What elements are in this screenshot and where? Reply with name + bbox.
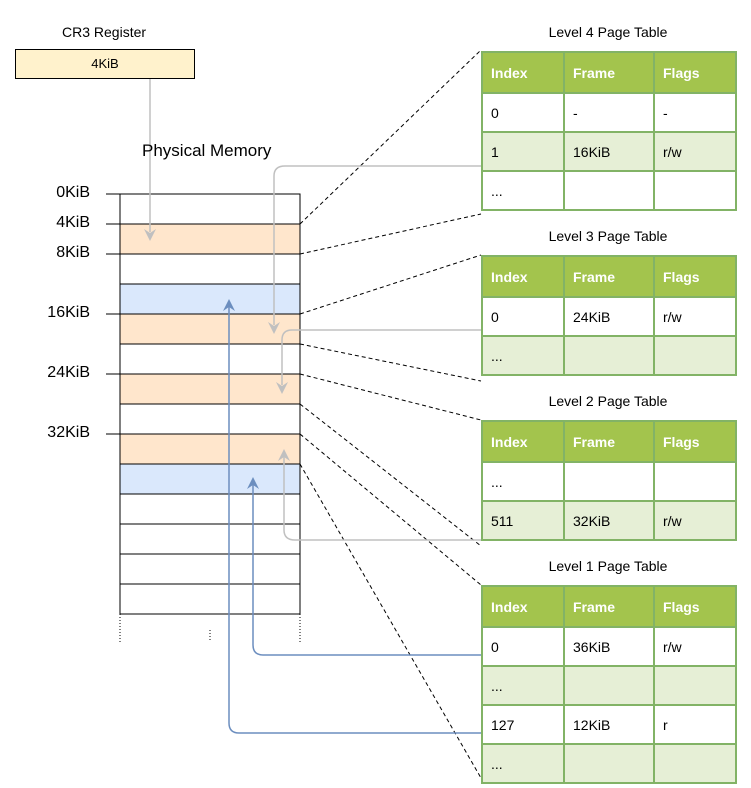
col-header: Index: [481, 255, 565, 298]
col-header: Index: [481, 51, 565, 94]
cell-frame: [563, 461, 655, 502]
cell-flags: r: [653, 704, 737, 745]
cell-index: 0: [481, 626, 565, 667]
cell-flags: [653, 170, 737, 211]
address-label: 4KiB: [56, 214, 90, 231]
col-header: Flags: [653, 585, 737, 628]
table-row: 0--: [481, 92, 737, 133]
cell-index: 0: [481, 296, 565, 337]
frame-40kib: [119, 493, 301, 525]
table-row: ...: [481, 665, 737, 706]
table-row: ...: [481, 335, 737, 376]
frame-44kib: [119, 523, 301, 555]
cell-flags: -: [653, 92, 737, 133]
address-label: 32KiB: [47, 424, 90, 441]
address-ticks: [106, 193, 120, 435]
col-header: Frame: [563, 420, 655, 463]
table-row: ...: [481, 743, 737, 784]
frame-28kib: [119, 403, 301, 435]
col-header: Index: [481, 585, 565, 628]
l3-to-l2-arrow: [281, 329, 576, 385]
table-row: ...: [481, 170, 737, 211]
cell-frame: 16KiB: [563, 131, 655, 172]
cell-frame: [563, 170, 655, 211]
cell-flags: [653, 335, 737, 376]
cell-index: ...: [481, 170, 565, 211]
address-label: 24KiB: [47, 364, 90, 381]
cell-frame: -: [563, 92, 655, 133]
level1-table-title: Level 1 Page Table: [548, 558, 668, 574]
col-header: Index: [481, 420, 565, 463]
entry-127-to-12kib-arrow: [228, 306, 576, 734]
cell-frame: 36KiB: [563, 626, 655, 667]
frame-8kib: [119, 253, 301, 285]
cell-index: ...: [481, 461, 565, 502]
frame-4kib: [119, 223, 301, 255]
mapping-arrows: [228, 306, 576, 734]
cell-frame: [563, 665, 655, 706]
cell-flags: r/w: [653, 131, 737, 172]
cell-flags: [653, 461, 737, 502]
frame-52kib: [119, 583, 301, 615]
frame-32kib: [119, 433, 301, 465]
col-header: Frame: [563, 585, 655, 628]
level3-table-title: Level 3 Page Table: [548, 228, 668, 244]
frame-36kib: [119, 463, 301, 495]
table-row: ...: [481, 461, 737, 502]
col-header: Frame: [563, 255, 655, 298]
frame-12kib: [119, 283, 301, 315]
col-header: Flags: [653, 255, 737, 298]
cr3-title: CR3 Register: [62, 24, 147, 40]
address-label: 16KiB: [47, 304, 90, 321]
cell-flags: r/w: [653, 500, 737, 541]
cell-index: 127: [481, 704, 565, 745]
l2-to-l1-arrow: [283, 456, 576, 541]
col-header: Flags: [653, 420, 737, 463]
cell-frame: [563, 335, 655, 376]
cell-frame: 24KiB: [563, 296, 655, 337]
cell-flags: r/w: [653, 626, 737, 667]
level4-table-title: Level 4 Page Table: [548, 24, 668, 40]
l4-to-l3-arrow: [273, 165, 566, 325]
level2-table-title: Level 2 Page Table: [548, 393, 668, 409]
cell-index: 0: [481, 92, 565, 133]
cell-frame: [563, 743, 655, 784]
cell-index: ...: [481, 665, 565, 706]
col-header: Frame: [563, 51, 655, 94]
entry-0-to-36kib-arrow: [252, 484, 576, 656]
cell-index: ...: [481, 743, 565, 784]
address-label: 8KiB: [56, 244, 90, 261]
frame-0: [119, 193, 301, 225]
address-label: 0KiB: [56, 184, 90, 201]
physical-memory-title: Physical Memory: [142, 141, 272, 160]
cell-flags: [653, 743, 737, 784]
col-header: Flags: [653, 51, 737, 94]
cr3-register: 4KiB: [15, 49, 195, 79]
cell-index: ...: [481, 335, 565, 376]
zoom-lines: [299, 49, 482, 779]
cell-index: 511: [481, 500, 565, 541]
memory-frames: [119, 193, 301, 644]
cell-flags: r/w: [653, 296, 737, 337]
cell-index: 1: [481, 131, 565, 172]
frame-24kib: [119, 373, 301, 405]
mapping-arrowheads: [223, 299, 259, 489]
cell-frame: 32KiB: [563, 500, 655, 541]
frame-48kib: [119, 553, 301, 585]
frame-20kib: [119, 343, 301, 375]
walk-arrowheads: [144, 229, 290, 461]
cell-flags: [653, 665, 737, 706]
cell-frame: 12KiB: [563, 704, 655, 745]
